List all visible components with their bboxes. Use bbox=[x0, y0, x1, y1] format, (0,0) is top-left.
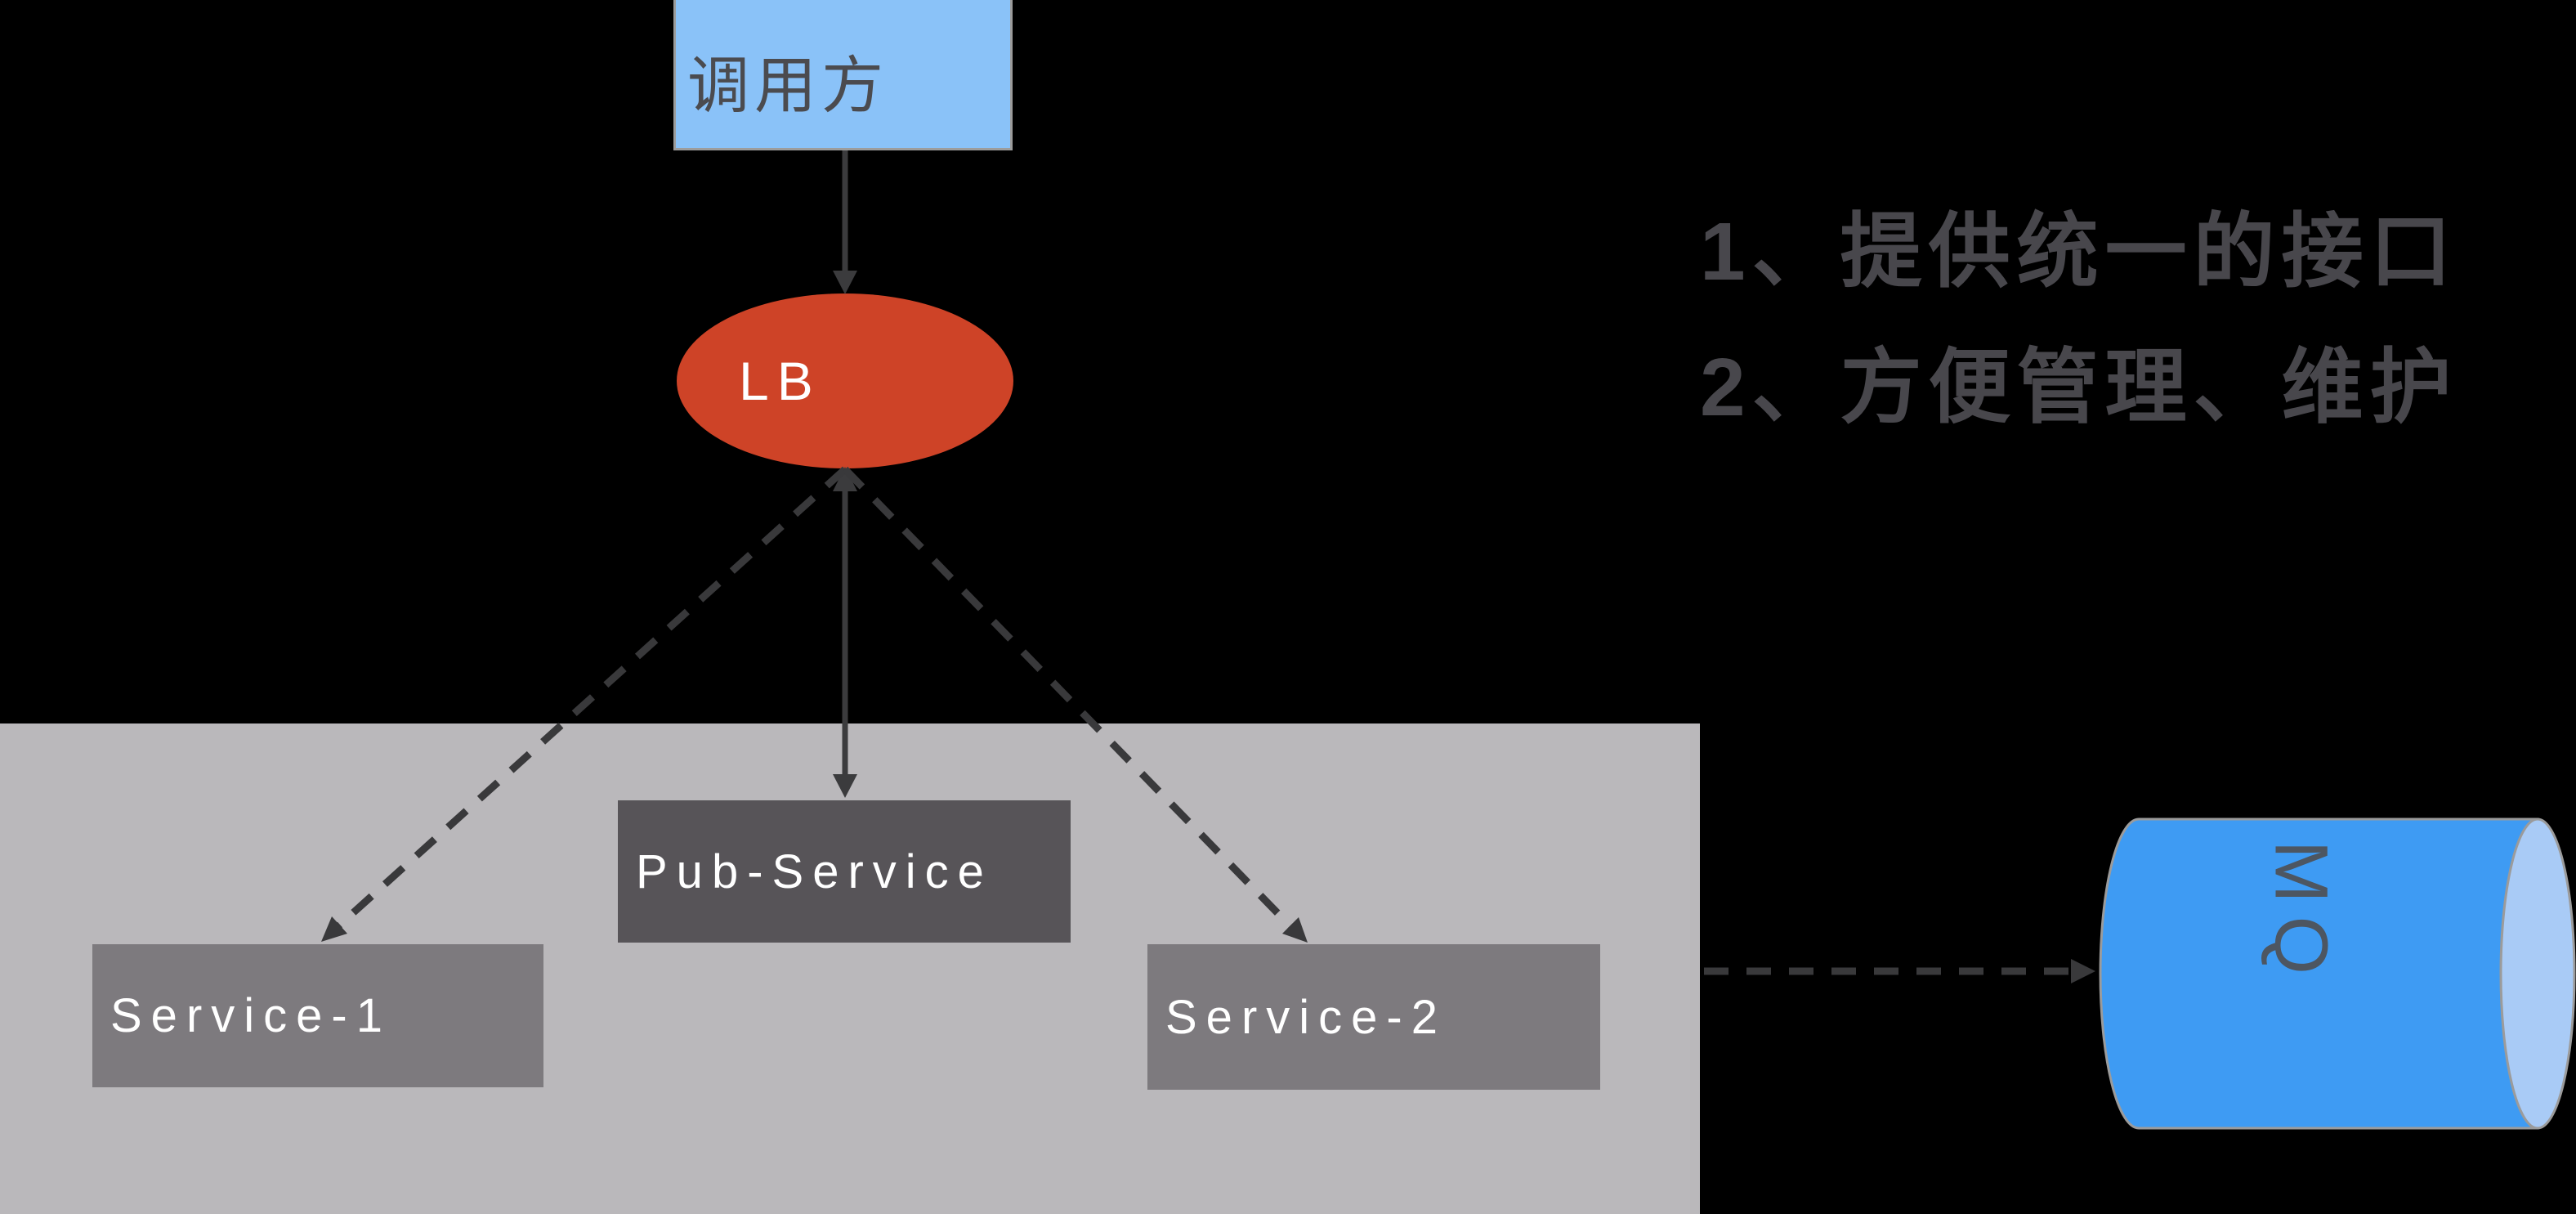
caller-label: 调用方 bbox=[687, 51, 888, 121]
annotation-list: 1、提供统一的接口 2、方便管理、维护 bbox=[1700, 211, 2458, 482]
service-2-box: Service-2 bbox=[1147, 944, 1600, 1090]
pub-service-box: Pub-Service bbox=[618, 800, 1071, 943]
arrow-panel-to-mq bbox=[1704, 959, 2095, 983]
annotation-line-2: 2、方便管理、维护 bbox=[1700, 342, 2458, 433]
service-1-box: Service-1 bbox=[92, 944, 543, 1087]
service-1-label: Service-1 bbox=[110, 989, 391, 1042]
lb-node: LB bbox=[677, 293, 1013, 468]
mq-cylinder-icon bbox=[2099, 818, 2576, 1130]
lb-label: LB bbox=[739, 351, 821, 411]
service-2-label: Service-2 bbox=[1165, 990, 1447, 1044]
caller-box: 调用方 bbox=[673, 0, 1013, 150]
mq-cylinder-body bbox=[2099, 818, 2539, 1130]
annotation-line-1: 1、提供统一的接口 bbox=[1700, 206, 2458, 298]
mq-cylinder-face bbox=[2499, 818, 2576, 1130]
arrow-caller-to-lb bbox=[833, 150, 857, 294]
mq-label: MQ bbox=[2259, 840, 2343, 988]
pub-service-label: Pub-Service bbox=[636, 844, 993, 898]
